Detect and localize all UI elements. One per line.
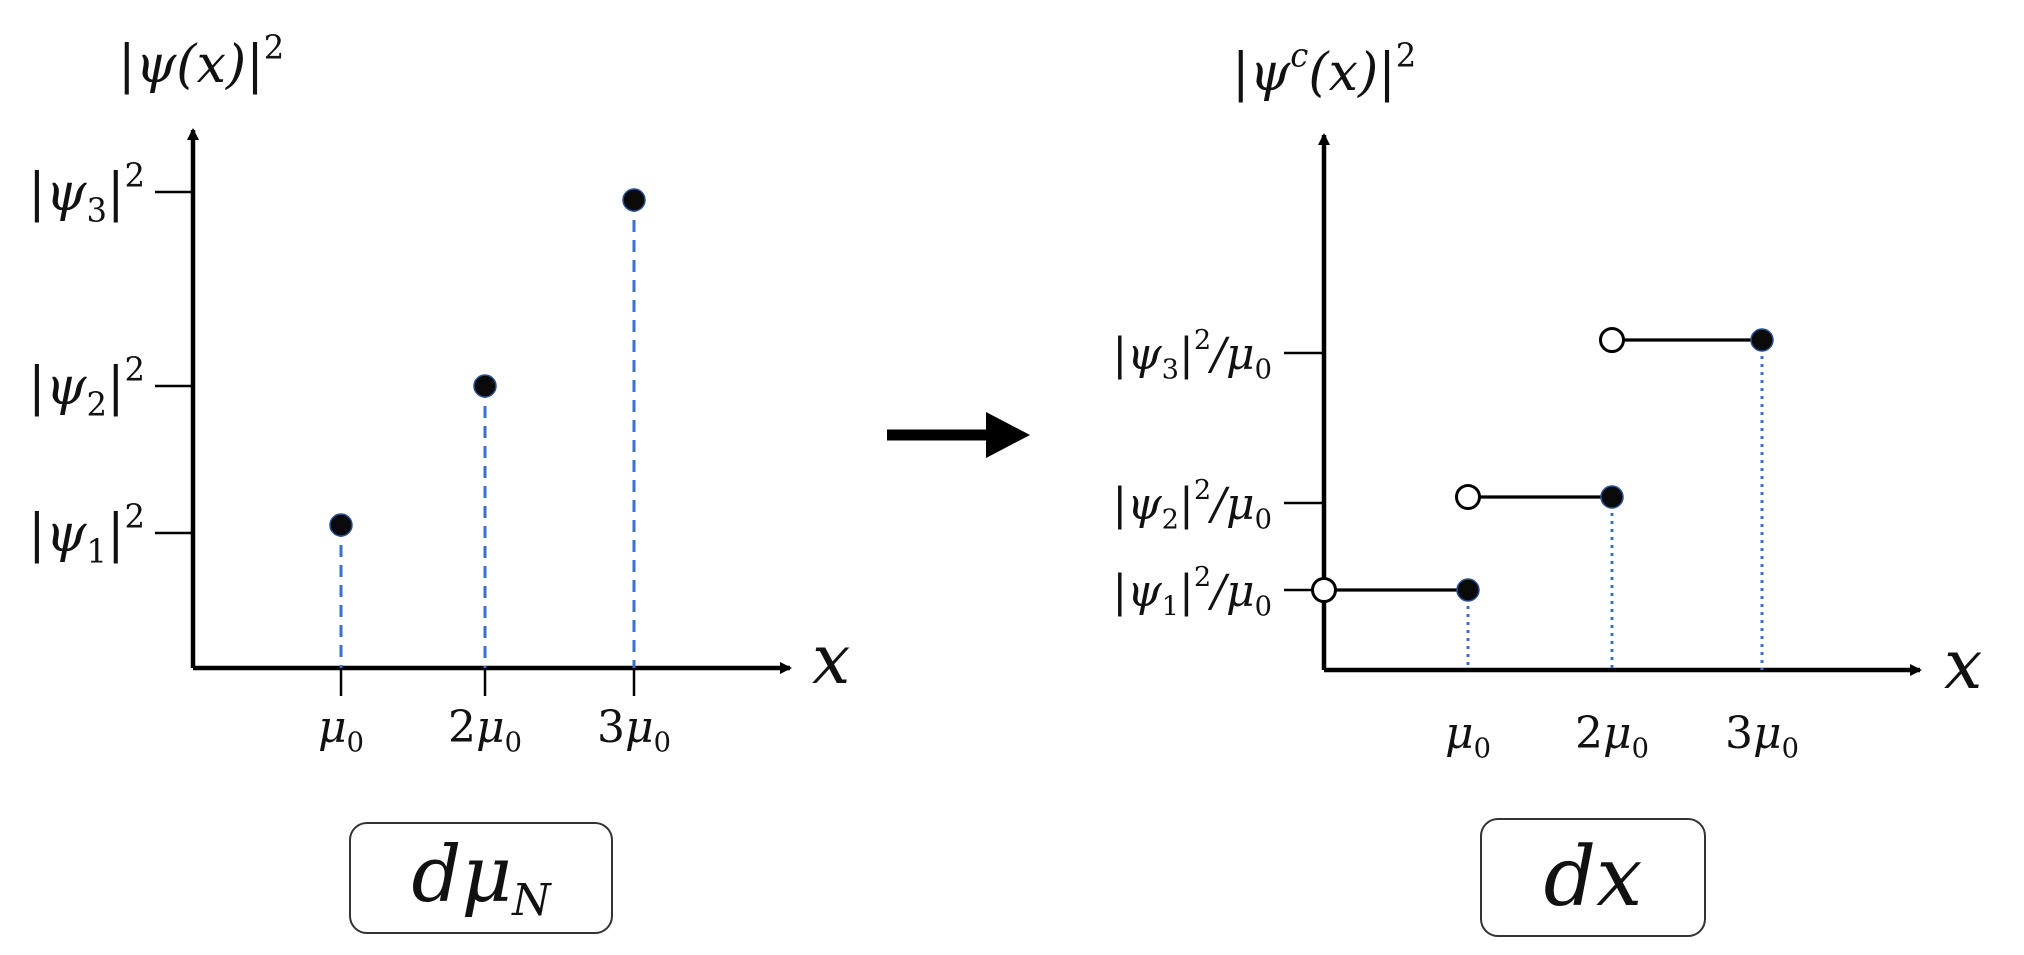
right-closed-endpoint	[1456, 578, 1480, 602]
right-closed-endpoint	[1750, 328, 1774, 352]
left-x-tick-label: μ0	[318, 702, 364, 759]
right-closed-endpoint	[1600, 485, 1624, 509]
right-open-endpoint	[1599, 327, 1625, 353]
right-x-tick-label: 3μ0	[1725, 708, 1799, 765]
left-measure-label: dμN	[411, 830, 551, 926]
left-measure-box: dμN	[349, 822, 613, 934]
right-x-tick-label: μ0	[1445, 708, 1491, 765]
right-y-axis-label: |ψc(x)|2	[1232, 37, 1416, 103]
right-x-axis-label: x	[1944, 626, 1982, 705]
right-y-tick-label: |ψ3|2/μ0	[1112, 325, 1272, 385]
left-data-point	[473, 374, 497, 398]
left-data-point	[622, 188, 646, 212]
left-x-tick-label: 2μ0	[448, 702, 522, 759]
right-measure-label: dx	[1543, 830, 1643, 925]
left-y-tick-label: |ψ2|2	[28, 351, 145, 424]
left-y-axis-label: |ψ(x)|2	[118, 29, 284, 95]
right-open-endpoint	[1311, 577, 1337, 603]
left-y-tick-label: |ψ1|2	[28, 498, 145, 571]
right-open-endpoint	[1455, 484, 1481, 510]
right-x-tick-label: 2μ0	[1575, 708, 1649, 765]
right-y-tick-label: |ψ2|2/μ0	[1112, 475, 1272, 535]
left-x-axis-label: x	[812, 621, 850, 700]
transform-arrow-head	[986, 412, 1030, 458]
left-data-point	[329, 513, 353, 537]
left-x-tick-label: 3μ0	[597, 702, 671, 759]
right-measure-box: dx	[1480, 818, 1706, 937]
left-y-tick-label: |ψ3|2	[28, 157, 145, 230]
right-y-tick-label: |ψ1|2/μ0	[1112, 562, 1272, 622]
